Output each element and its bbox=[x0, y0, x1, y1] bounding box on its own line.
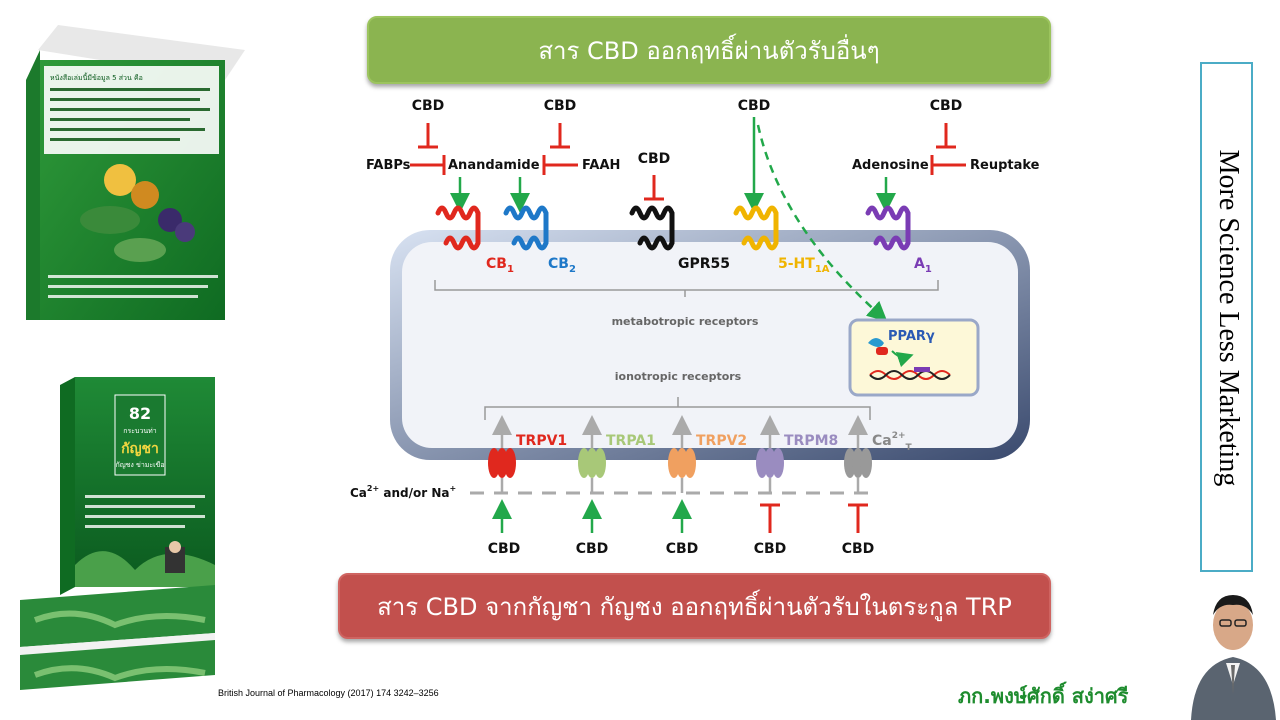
cbd-label-3: CBD bbox=[738, 98, 771, 114]
top-banner-text: สาร CBD ออกฤทธิ์ผ่านตัวรับอื่นๆ bbox=[538, 36, 880, 65]
cbd-receptor-diagram: CBD CBD CBD CBD CBD FABPs Anandamide FAA… bbox=[350, 98, 1040, 557]
gpr55-receptor bbox=[629, 205, 675, 251]
trpv1-label: TRPV1 bbox=[516, 433, 567, 449]
faah-label: FAAH bbox=[582, 158, 620, 173]
cbd-bottom-1: CBD bbox=[488, 541, 521, 557]
cbd-label-gpr55: CBD bbox=[638, 151, 671, 167]
fabps-label: FABPs bbox=[366, 158, 411, 173]
bottom-banner: สาร CBD จากกัญชา กัญชง ออกฤทธิ์ผ่านตัวรั… bbox=[338, 573, 1051, 639]
trpm8-channel bbox=[756, 415, 784, 478]
metabotropic-label: metabotropic receptors bbox=[612, 315, 759, 328]
side-text-box bbox=[1200, 62, 1253, 572]
cat-channel bbox=[844, 415, 872, 478]
a1-receptor bbox=[865, 205, 911, 251]
anandamide-label: Anandamide bbox=[448, 158, 540, 173]
ppar-box bbox=[848, 318, 980, 397]
inhibit-cbd-cat bbox=[848, 503, 868, 533]
author-name: ภก.พงษ์ศักดิ์ สง่าศรี bbox=[958, 684, 1129, 708]
book2-number: 82 bbox=[129, 404, 151, 423]
book2-title: กัญชา bbox=[121, 441, 159, 457]
cbd-label-4: CBD bbox=[930, 98, 963, 114]
book2-subtitle: กระบวนท่า bbox=[123, 427, 157, 435]
ppar-label: PPARγ bbox=[888, 329, 935, 344]
book-stack: 82 กระบวนท่า กัญชา กัญชง ข่ามะเขือ bbox=[20, 377, 215, 690]
trpm8-label: TRPM8 bbox=[784, 433, 838, 449]
a1-label: A1 bbox=[914, 256, 932, 275]
adenosine-label: Adenosine bbox=[852, 158, 929, 173]
side-text: More Science Less Marketing bbox=[1213, 149, 1244, 487]
cbd-bottom-5: CBD bbox=[842, 541, 875, 557]
metabotropic-bracket bbox=[434, 280, 939, 297]
cbd-bottom-4: CBD bbox=[754, 541, 787, 557]
cat-label: Ca2+T bbox=[872, 431, 913, 453]
trpv2-channel bbox=[668, 415, 696, 478]
trp-channels bbox=[488, 415, 872, 478]
cb1-receptor bbox=[435, 205, 481, 251]
inhibit-cbd-trpm8 bbox=[760, 503, 780, 533]
bottom-banner-text: สาร CBD จากกัญชา กัญชง ออกฤทธิ์ผ่านตัวรั… bbox=[377, 592, 1012, 621]
5ht1a-label: 5-HT1A bbox=[778, 256, 830, 275]
cb2-label: CB2 bbox=[548, 256, 576, 275]
trpv2-label: TRPV2 bbox=[696, 433, 747, 449]
inhibition-marks bbox=[410, 123, 966, 201]
arrow-cbd-ppar bbox=[756, 124, 888, 322]
book1-heading: หนังสือเล่มนี้มีข้อมูล 5 ส่วน คือ bbox=[50, 71, 143, 82]
trpa1-label: TRPA1 bbox=[606, 433, 656, 449]
gpr55-label: GPR55 bbox=[678, 256, 730, 272]
cb1-label: CB1 bbox=[486, 256, 514, 275]
cb2-receptor bbox=[503, 205, 549, 251]
trpv1-channel bbox=[488, 415, 516, 478]
cbd-bottom-2: CBD bbox=[576, 541, 609, 557]
ionotropic-label: ionotropic receptors bbox=[615, 370, 742, 383]
ca-na-label: Ca2+ and/or Na+ bbox=[350, 484, 456, 500]
book2-subtitle2: กัญชง ข่ามะเขือ bbox=[115, 461, 164, 469]
author-photo bbox=[1186, 585, 1280, 720]
reuptake-label: Reuptake bbox=[970, 158, 1040, 173]
top-banner: สาร CBD ออกฤทธิ์ผ่านตัวรับอื่นๆ bbox=[367, 16, 1051, 84]
cbd-label-1: CBD bbox=[412, 98, 445, 114]
citation: British Journal of Pharmacology (2017) 1… bbox=[218, 688, 439, 698]
cbd-bottom-3: CBD bbox=[666, 541, 699, 557]
book-cover-1: หนังสือเล่มนี้มีข้อมูล 5 ส่วน คือ bbox=[26, 25, 245, 320]
trpa1-channel bbox=[578, 415, 606, 478]
5ht1a-receptor bbox=[733, 205, 779, 251]
ionotropic-bracket bbox=[484, 397, 871, 420]
cbd-label-2: CBD bbox=[544, 98, 577, 114]
